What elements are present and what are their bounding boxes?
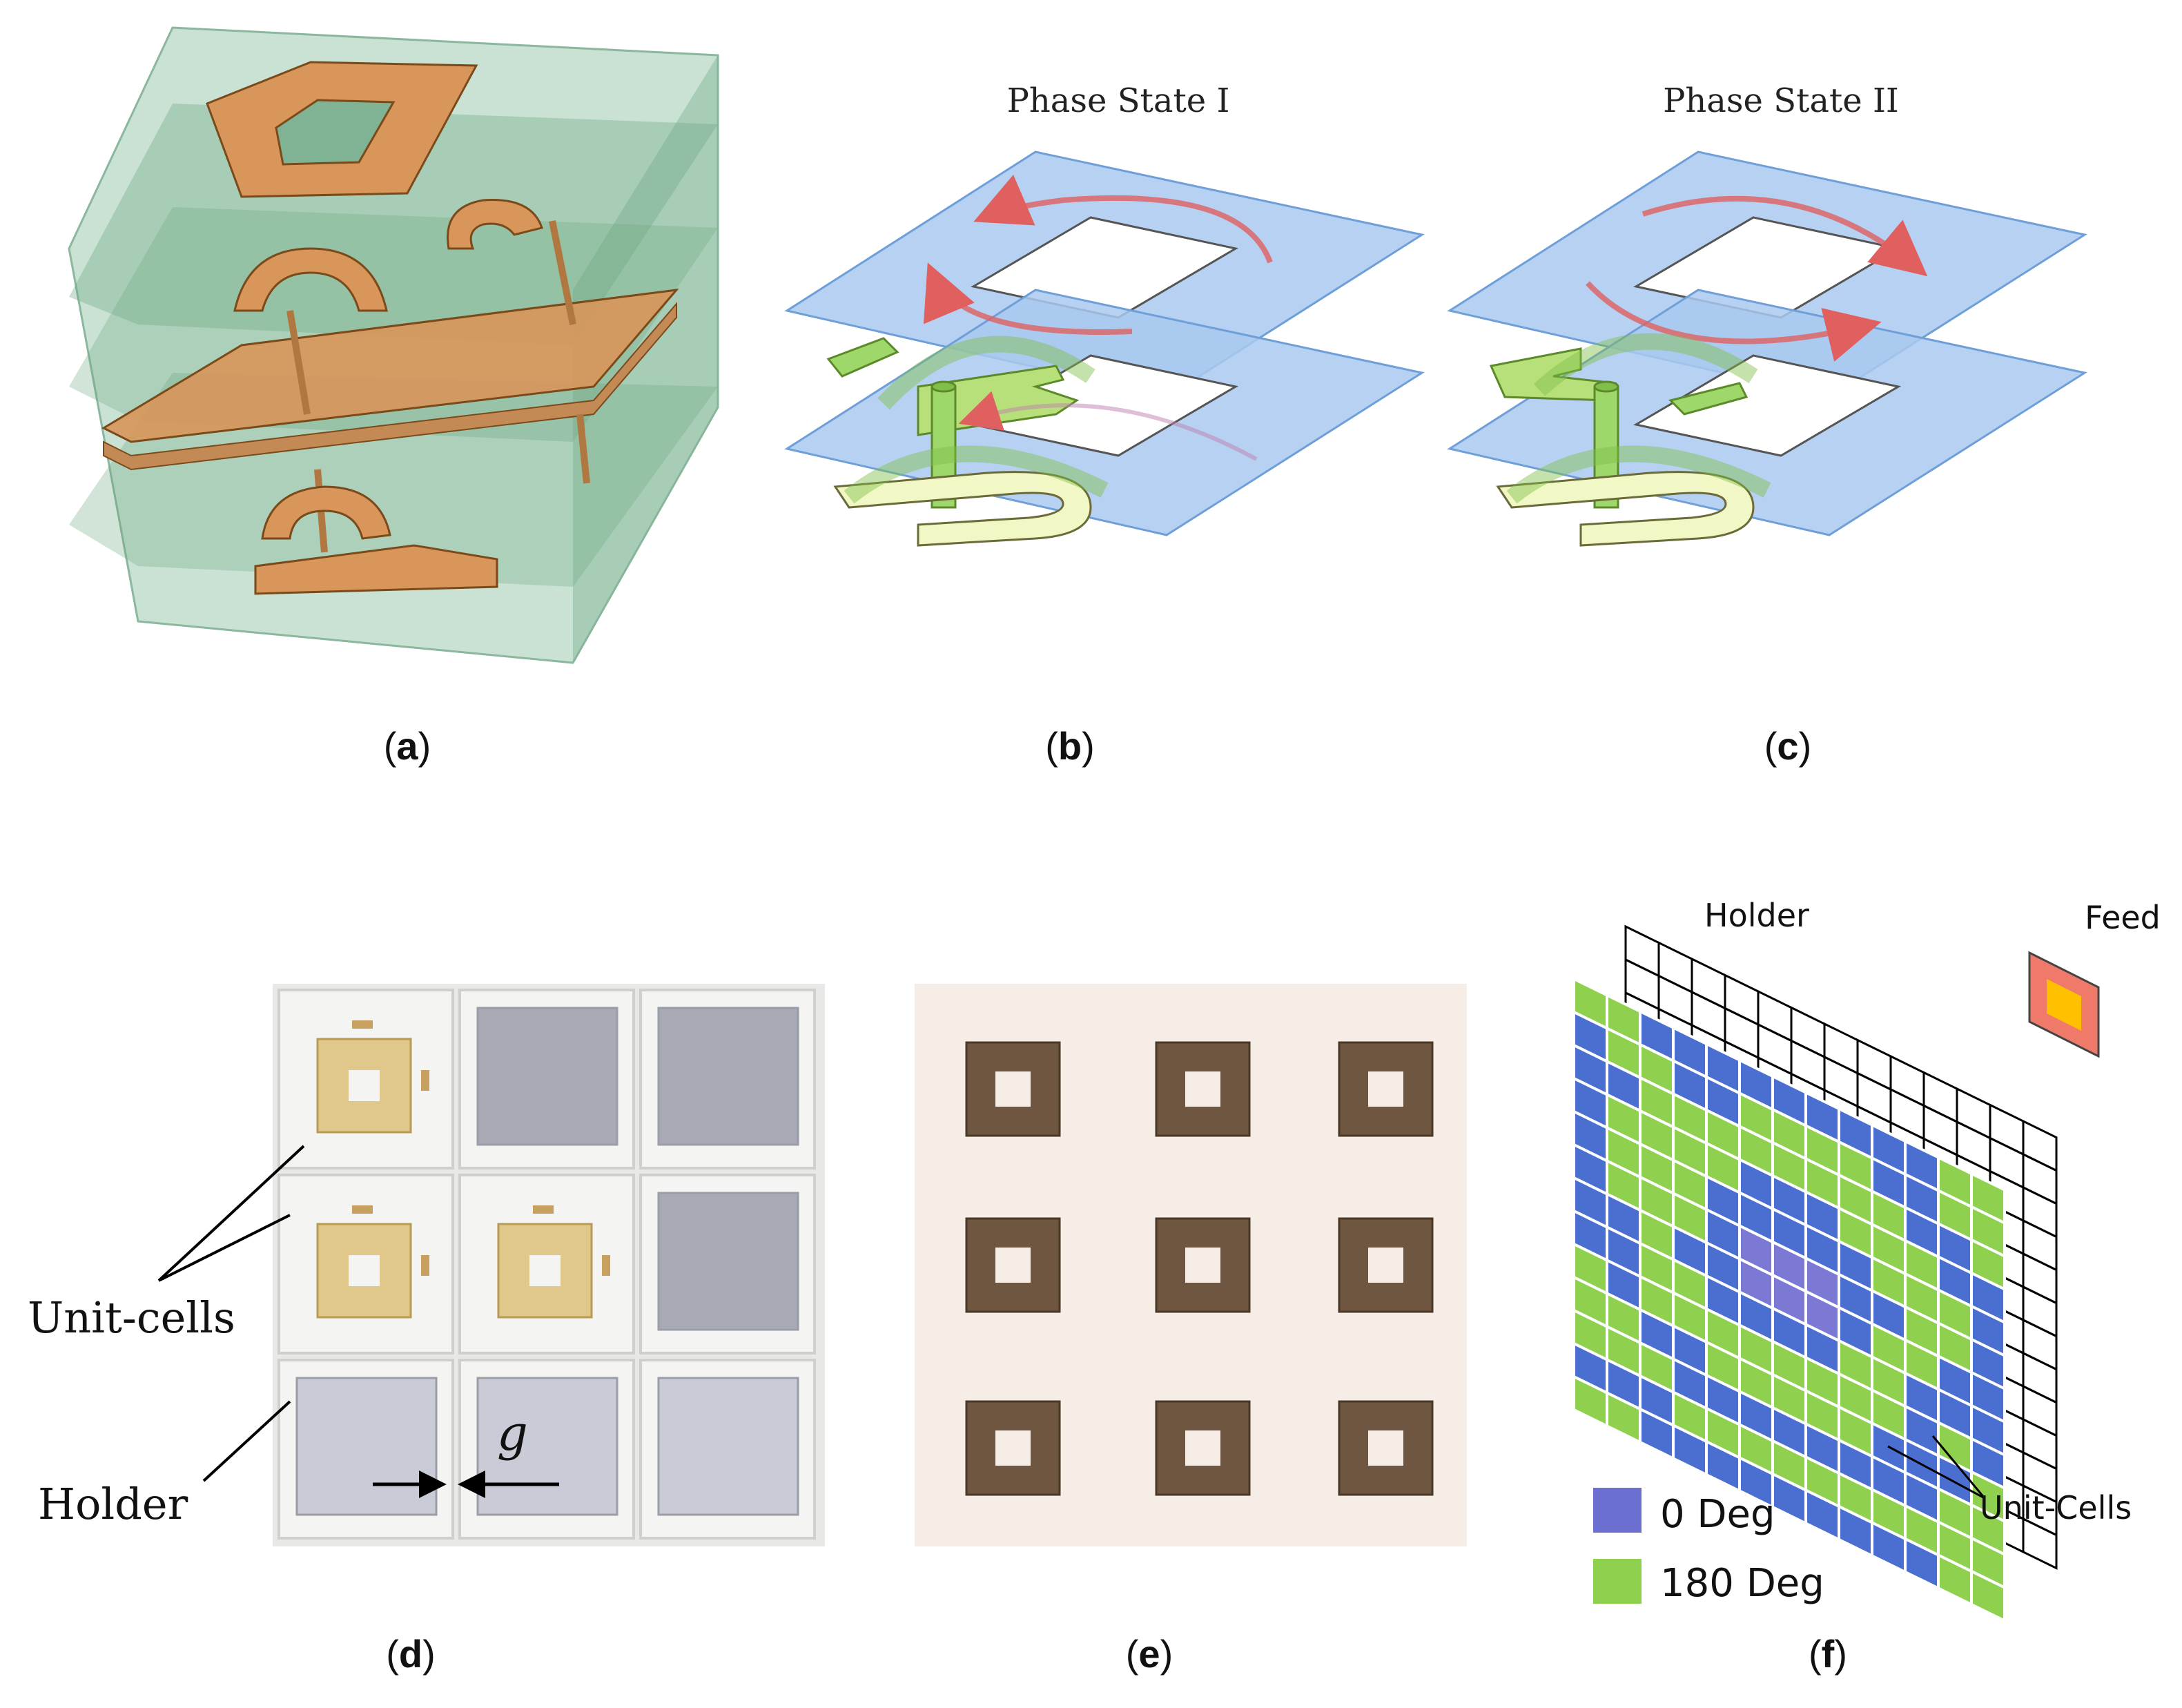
stub-upper-hook bbox=[1489, 347, 1617, 402]
holder-cells bbox=[277, 989, 816, 1540]
pcb-patch-slot bbox=[995, 1248, 1031, 1283]
caption-a: (a) bbox=[384, 724, 431, 768]
pcb-patch-slot bbox=[1368, 1430, 1403, 1466]
legend-swatch-0deg bbox=[1593, 1488, 1642, 1533]
gap-symbol: g bbox=[497, 1405, 528, 1462]
empty-slot bbox=[657, 1192, 799, 1331]
unit-cell-stub bbox=[602, 1255, 610, 1276]
label-unit-cells: Unit-cells bbox=[28, 1292, 235, 1343]
label-feed: Feed bbox=[2085, 899, 2161, 936]
pcb-patch-slot bbox=[995, 1071, 1031, 1107]
unit-cell-stub bbox=[421, 1070, 429, 1091]
via-right bbox=[549, 220, 576, 325]
panel-d-photo-holder: Unit-cells Holder g bbox=[28, 984, 825, 1546]
pcb-patch-slot bbox=[1185, 1430, 1220, 1466]
caption-c: (c) bbox=[1764, 724, 1811, 768]
phase-state-1-title: Phase State I bbox=[1007, 81, 1230, 120]
empty-slot bbox=[476, 1007, 618, 1146]
label-holder-f: Holder bbox=[1704, 897, 1809, 934]
leader-unit-cells-1 bbox=[157, 1145, 305, 1282]
leader-unit-cells-f2 bbox=[1931, 1435, 1986, 1499]
panel-c-phase-state-2: Phase State II bbox=[1447, 81, 2087, 547]
ground-plane-lower bbox=[103, 302, 677, 471]
legend-swatch-180deg bbox=[1593, 1559, 1642, 1604]
stub-lower-u bbox=[1496, 471, 1755, 547]
empty-slot bbox=[476, 1377, 618, 1516]
top-ring-slot bbox=[275, 99, 396, 166]
panel-e-photo-pcb bbox=[915, 984, 1467, 1546]
via-left bbox=[286, 310, 311, 415]
holder-grid-cell bbox=[2022, 1517, 2058, 1570]
feed-horn-inner bbox=[2047, 979, 2081, 1031]
leader-holder bbox=[202, 1400, 291, 1482]
via-lower-right bbox=[576, 414, 590, 484]
lower-plane-slot bbox=[1633, 354, 1902, 457]
panel-f-array-layout: Holder Feed Unit-Cells 0 Deg 180 Deg bbox=[1572, 897, 2161, 1623]
ground-plane bbox=[101, 289, 679, 443]
unit-cell-grid bbox=[1572, 976, 2006, 1623]
pcb-patch-slot bbox=[995, 1430, 1031, 1466]
loop-arrow-green-lower bbox=[844, 445, 1109, 504]
label-holder: Holder bbox=[38, 1479, 188, 1529]
bottom-patch bbox=[254, 544, 498, 595]
pcb-patch-slot bbox=[1368, 1071, 1403, 1107]
unit-cell-stub bbox=[421, 1255, 429, 1276]
panel-a-unit-cell-3d bbox=[68, 26, 719, 664]
unit-cell bbox=[1970, 1569, 2006, 1623]
loop-arrow-green bbox=[877, 336, 1095, 410]
unit-cell-stub bbox=[533, 1205, 554, 1214]
legend-label-0deg: 0 Deg bbox=[1660, 1492, 1775, 1537]
label-unit-cells-f: Unit-Cells bbox=[1980, 1489, 2132, 1526]
caption-b: (b) bbox=[1045, 724, 1095, 768]
top-right-stub bbox=[447, 199, 543, 250]
empty-slot bbox=[657, 1377, 799, 1516]
empty-slot bbox=[295, 1377, 438, 1516]
pcb-patch-slot bbox=[1185, 1248, 1220, 1283]
unit-cell-stub bbox=[352, 1205, 373, 1214]
caption-e: (e) bbox=[1126, 1632, 1173, 1676]
empty-slot bbox=[657, 1007, 799, 1146]
unit-cell-slot bbox=[349, 1255, 380, 1286]
stub-upper-right bbox=[1668, 382, 1748, 416]
unit-cell-slot bbox=[349, 1070, 380, 1101]
phase-state-2-title: Phase State II bbox=[1663, 81, 1899, 120]
current-arrow-top bbox=[1642, 195, 1928, 277]
mid-u-stub bbox=[233, 247, 388, 312]
stub-lower-u bbox=[833, 471, 1092, 547]
legend: 0 Deg 180 Deg bbox=[1593, 1488, 1824, 1606]
caption-d: (d) bbox=[386, 1632, 436, 1676]
unit-cell-slot bbox=[529, 1255, 561, 1286]
pcb-patch-slot bbox=[1185, 1071, 1220, 1107]
pcb-patches bbox=[965, 1041, 1434, 1496]
unit-cell-stub bbox=[352, 1020, 373, 1029]
leader-unit-cells-2 bbox=[158, 1214, 291, 1282]
current-arrow-left bbox=[924, 262, 1133, 335]
stub-upper-left bbox=[826, 337, 899, 378]
caption-f: (f) bbox=[1809, 1632, 1847, 1676]
substrate-box-side bbox=[573, 55, 718, 663]
current-arrow-top bbox=[973, 175, 1273, 264]
pcb-patch bbox=[965, 1041, 1061, 1137]
via-post-top bbox=[931, 380, 957, 393]
current-arrow-lower bbox=[958, 391, 1258, 461]
loop-arrow-green bbox=[1533, 333, 1758, 396]
bottom-u-stub bbox=[261, 485, 391, 540]
pcb-patch-slot bbox=[1368, 1248, 1403, 1283]
legend-label-180deg: 180 Deg bbox=[1660, 1561, 1824, 1606]
loop-arrow-green-lower bbox=[1506, 445, 1771, 504]
current-arrow-mid bbox=[1586, 281, 1882, 362]
panel-b-phase-state-1: Phase State I bbox=[784, 81, 1425, 547]
leader-unit-cells-f1 bbox=[1887, 1445, 1985, 1500]
via-post-top bbox=[1593, 380, 1619, 393]
